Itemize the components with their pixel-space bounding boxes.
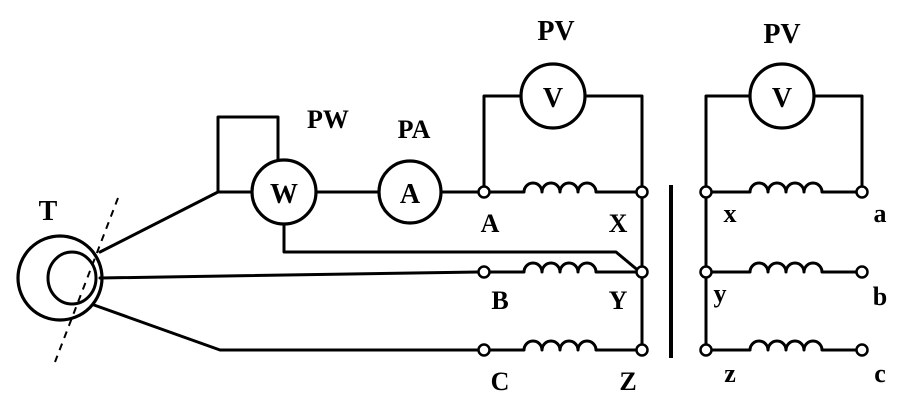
ammeter-symbol: A: [400, 179, 421, 210]
terminal-x: [635, 185, 649, 199]
terminal-label-a: A: [481, 209, 500, 238]
source-t: [16, 197, 119, 363]
primary-winding-c: [488, 339, 638, 352]
terminal-label-x: X: [609, 209, 628, 238]
terminal-z: [635, 343, 649, 357]
terminal-label-sec-b: b: [873, 282, 887, 311]
voltmeter-primary-symbol: V: [543, 83, 563, 114]
terminal-sec-z: [699, 343, 713, 357]
source-label: T: [39, 196, 58, 227]
terminal-label-y: Y: [609, 286, 628, 315]
wire-wattmeter-voltage-loop: [216, 115, 280, 194]
terminal-sec-c: [855, 343, 869, 357]
terminal-sec-x: [699, 185, 713, 199]
voltmeter-primary-label: PV: [537, 16, 574, 47]
voltmeter-primary: [519, 62, 587, 130]
wattmeter-label: PW: [307, 105, 349, 134]
terminal-c: [477, 343, 491, 357]
voltmeter-secondary-symbol: V: [772, 83, 792, 114]
terminal-label-sec-a: a: [874, 199, 887, 228]
wire-phase-b-feed: [98, 270, 480, 280]
wire-phase-a-feed: [98, 190, 254, 254]
terminal-label-sec-c: c: [874, 359, 886, 388]
terminal-sec-b: [855, 265, 869, 279]
secondary-winding-b: [710, 261, 858, 274]
terminal-label-z: Z: [619, 367, 636, 396]
primary-winding-a: [488, 181, 638, 194]
wire-pv2-right: [812, 94, 864, 188]
secondary-winding-c: [710, 339, 858, 352]
wire-wattmeter-to-y: [282, 222, 642, 274]
terminal-label-sec-x: x: [724, 199, 737, 228]
voltmeter-secondary-label: PV: [763, 19, 800, 50]
wire-pv1-left: [482, 94, 523, 188]
source-dashed-line: [54, 197, 119, 363]
terminal-y: [635, 265, 649, 279]
wattmeter-symbol: W: [270, 179, 298, 210]
terminal-label-c: C: [491, 367, 510, 396]
primary-winding-b: [488, 261, 638, 274]
voltmeter-secondary: [748, 62, 816, 130]
terminal-sec-a: [855, 185, 869, 199]
terminal-label-b: B: [491, 286, 508, 315]
wire-pv1-right: [583, 94, 644, 188]
secondary-winding-a: [710, 181, 858, 194]
terminal-label-sec-y: y: [714, 279, 727, 308]
terminal-a: [477, 185, 491, 199]
ammeter-label: PA: [398, 115, 431, 144]
terminal-sec-y: [699, 265, 713, 279]
wire-phase-c-feed: [92, 303, 480, 352]
wire-pv2-left: [704, 94, 752, 188]
terminal-label-sec-z: z: [724, 359, 736, 388]
terminal-b: [477, 265, 491, 279]
